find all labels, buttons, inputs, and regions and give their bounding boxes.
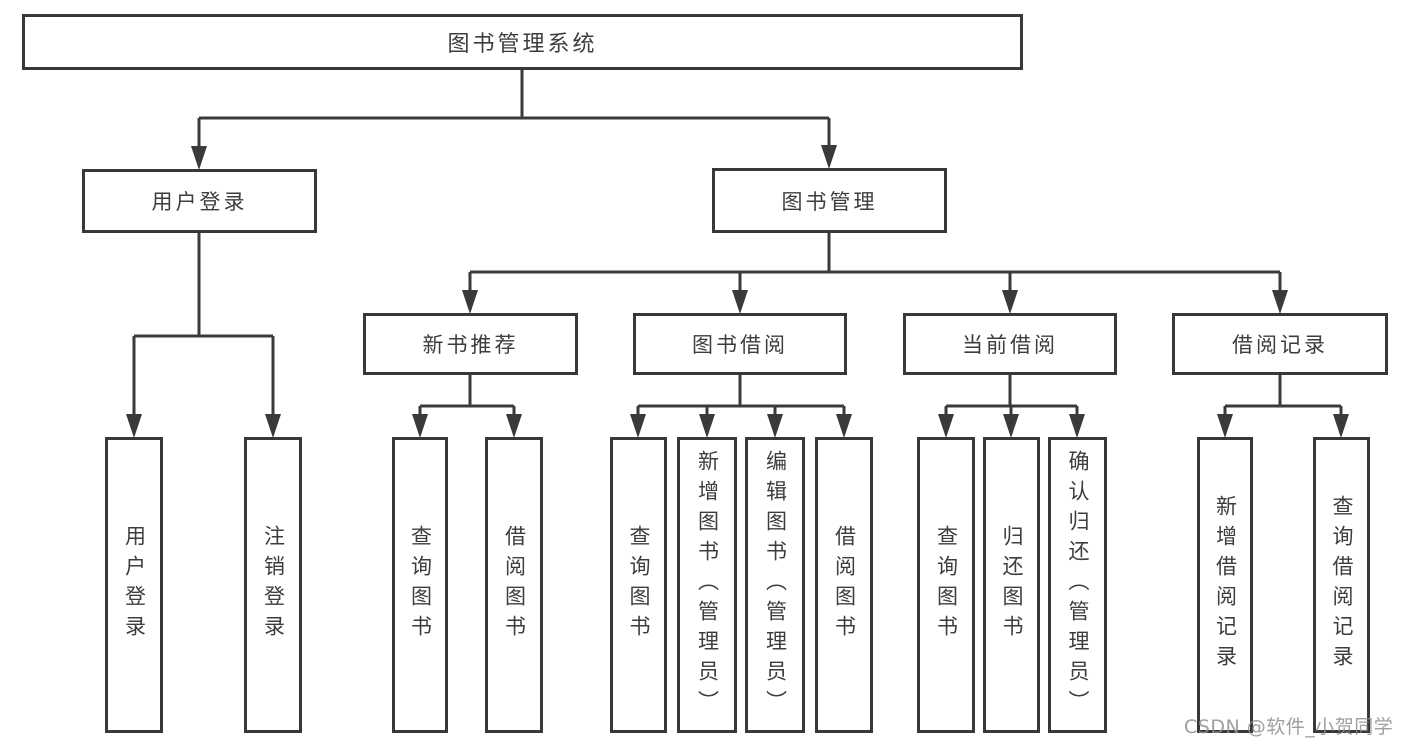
leaf-borrow-books-recommend: 借阅图书 [485, 437, 543, 733]
leaf-return-books: 归还图书 [983, 437, 1040, 733]
leaf-edit-books-admin: 编辑图书（管理员） [745, 437, 805, 733]
node-label: 用户登录 [151, 190, 248, 214]
node-label: 借阅记录 [1232, 333, 1328, 357]
node-borrow-records: 借阅记录 [1172, 313, 1388, 375]
leaf-user-login: 用户登录 [105, 437, 163, 733]
arrowheads-user-login-leaves [126, 414, 281, 438]
node-label: 新书推荐 [422, 333, 519, 357]
node-label: 用户登录 [122, 525, 147, 645]
node-library-management-system: 图书管理系统 [22, 14, 1023, 70]
connector-root-to-level2 [197, 70, 831, 166]
node-book-borrowing: 图书借阅 [633, 313, 847, 375]
node-book-management: 图书管理 [712, 168, 947, 233]
csdn-watermark: CSDN @软件_小贺同学 [1184, 716, 1394, 738]
leaf-query-books-recommend: 查询图书 [392, 437, 448, 733]
connector-records-to-leaves [1223, 375, 1343, 434]
arrowheads-level2 [191, 145, 837, 170]
node-label: 查询借阅记录 [1330, 495, 1354, 675]
leaf-add-books-admin: 新增图书（管理员） [677, 437, 737, 733]
node-current-borrowing: 当前借阅 [903, 313, 1117, 375]
leaf-query-books-borrowing: 查询图书 [610, 437, 667, 733]
node-label: 编辑图书（管理员） [763, 450, 788, 720]
arrowheads-level3 [462, 290, 1288, 314]
node-label: 查询图书 [408, 525, 433, 645]
leaf-add-borrow-record: 新增借阅记录 [1197, 437, 1253, 733]
leaf-logout: 注销登录 [244, 437, 302, 733]
leaf-query-borrow-record: 查询借阅记录 [1313, 437, 1370, 733]
connector-user-login-to-leaves [132, 233, 275, 434]
node-label: 归还图书 [1000, 525, 1024, 645]
node-label: 图书借阅 [692, 333, 788, 357]
node-label: 新增图书（管理员） [695, 450, 720, 720]
leaf-query-books-current: 查询图书 [917, 437, 975, 733]
node-user-login: 用户登录 [82, 169, 317, 233]
node-label: 新增借阅记录 [1213, 495, 1238, 675]
node-label: 图书管理 [781, 189, 878, 214]
connector-new-book-to-leaves [418, 375, 516, 434]
leaf-borrow-books-borrowing: 借阅图书 [815, 437, 873, 733]
node-new-book-recommend: 新书推荐 [363, 313, 578, 375]
node-label: 查询图书 [934, 525, 959, 645]
node-label: 确认归还（管理员） [1066, 450, 1090, 720]
connector-book-mgmt-to-level3 [468, 233, 1282, 310]
node-label: 当前借阅 [962, 333, 1058, 357]
leaf-confirm-return-admin: 确认归还（管理员） [1048, 437, 1107, 733]
node-label: 借阅图书 [502, 525, 527, 645]
connector-book-borrow-to-leaves [636, 375, 846, 434]
node-label: 图书管理系统 [447, 32, 598, 57]
node-label: 查询图书 [627, 525, 651, 645]
node-label: 借阅图书 [832, 525, 857, 645]
arrowheads-leaves [412, 414, 1349, 438]
node-label: 注销登录 [261, 525, 286, 645]
